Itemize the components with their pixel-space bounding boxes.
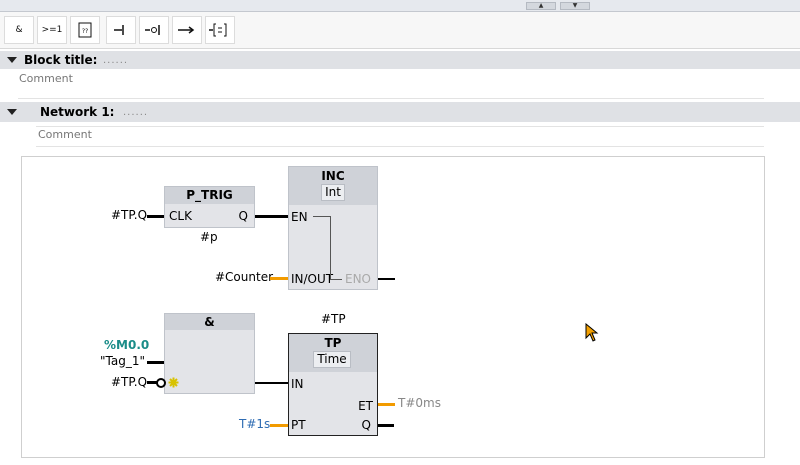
- negation-circle-icon: [156, 378, 166, 388]
- tp-q-pin: Q: [361, 418, 371, 432]
- scroll-up-button[interactable]: ▲: [526, 2, 556, 10]
- tp-block[interactable]: TP Time IN PT ET Q: [288, 333, 378, 436]
- ladder-toolbar: & >=1 ??: [0, 12, 800, 49]
- wire: [255, 215, 288, 218]
- coil-box-icon: [209, 23, 227, 37]
- p-trig-clk-operand[interactable]: #TP.Q: [111, 208, 148, 222]
- tp-pt-operand[interactable]: T#1s: [239, 417, 271, 431]
- and-title: &: [165, 314, 254, 330]
- divider: [36, 126, 764, 127]
- network-title-label: Network 1:: [40, 105, 115, 119]
- asterisk-icon: [168, 377, 179, 388]
- tp-in-pin: IN: [291, 377, 304, 391]
- block-title-label: Block title:: [24, 53, 98, 67]
- wire: [378, 403, 395, 406]
- tp-et-pin: ET: [358, 399, 373, 413]
- and-in1-tag[interactable]: "Tag_1": [100, 354, 145, 368]
- wire: [147, 361, 164, 364]
- open-branch-icon: [178, 26, 195, 34]
- and-box-label: &: [15, 25, 23, 35]
- collapse-triangle-icon[interactable]: [7, 109, 17, 115]
- open-branch-button[interactable]: [172, 16, 202, 44]
- scroll-down-button[interactable]: ▼: [560, 2, 590, 10]
- wire: [330, 279, 342, 280]
- block-title-header[interactable]: Block title: ......: [0, 51, 800, 69]
- p-trig-block[interactable]: P_TRIG CLK Q: [164, 186, 255, 228]
- mouse-cursor-icon: [585, 323, 599, 342]
- negated-assignment-button[interactable]: [139, 16, 169, 44]
- tp-pt-pin: PT: [291, 418, 306, 432]
- empty-box-icon: ??: [78, 22, 92, 38]
- network-title-value[interactable]: ......: [123, 106, 149, 118]
- wire: [147, 381, 158, 384]
- inc-inout-operand[interactable]: #Counter: [215, 270, 274, 284]
- inc-title: INC: [321, 169, 345, 183]
- tp-instance[interactable]: #TP: [321, 312, 346, 326]
- network-header[interactable]: Network 1: ......: [0, 102, 800, 122]
- inc-inout-pin: IN/OUT: [291, 272, 334, 286]
- inc-type[interactable]: Int: [321, 184, 345, 201]
- and-in2-operand[interactable]: #TP.Q: [111, 375, 148, 389]
- assignment-icon: [114, 25, 124, 35]
- p-trig-q-pin: Q: [238, 209, 248, 223]
- p-trig-clk-pin: CLK: [169, 209, 192, 223]
- and-block[interactable]: &: [164, 313, 255, 394]
- network-body: [21, 156, 765, 458]
- wire: [147, 215, 164, 218]
- inc-en-pin: EN: [291, 210, 308, 224]
- divider: [36, 146, 764, 147]
- wire: [270, 424, 288, 427]
- wire: [378, 278, 395, 280]
- divider: [18, 98, 764, 99]
- wire: [270, 277, 288, 280]
- inc-block[interactable]: INC Int EN IN/OUT ENO: [288, 166, 378, 290]
- tp-et-operand[interactable]: T#0ms: [398, 396, 441, 410]
- empty-box-button[interactable]: ??: [70, 16, 100, 44]
- negated-assignment-icon: [145, 25, 160, 35]
- tp-title: TP: [324, 336, 342, 350]
- coil-box-button[interactable]: [205, 16, 235, 44]
- p-trig-instance[interactable]: #p: [200, 230, 218, 244]
- inc-eno-pin: ENO: [344, 272, 371, 286]
- svg-text:??: ??: [82, 28, 88, 35]
- network-comment[interactable]: Comment: [38, 128, 92, 141]
- wire: [255, 382, 288, 384]
- assignment-button[interactable]: [106, 16, 136, 44]
- collapse-triangle-icon[interactable]: [7, 57, 17, 63]
- tp-type[interactable]: Time: [313, 351, 351, 368]
- and-box-button[interactable]: &: [4, 16, 34, 44]
- wire: [378, 424, 394, 427]
- and-in1-address[interactable]: %M0.0: [104, 338, 150, 352]
- block-comment[interactable]: Comment: [19, 72, 73, 85]
- top-scroll-strip: ▲ ▼: [0, 0, 800, 12]
- wire: [313, 216, 331, 217]
- wire: [330, 216, 331, 279]
- or-box-label: >=1: [41, 25, 63, 35]
- or-box-button[interactable]: >=1: [37, 16, 67, 44]
- p-trig-title: P_TRIG: [165, 187, 254, 204]
- block-title-value[interactable]: ......: [103, 54, 129, 66]
